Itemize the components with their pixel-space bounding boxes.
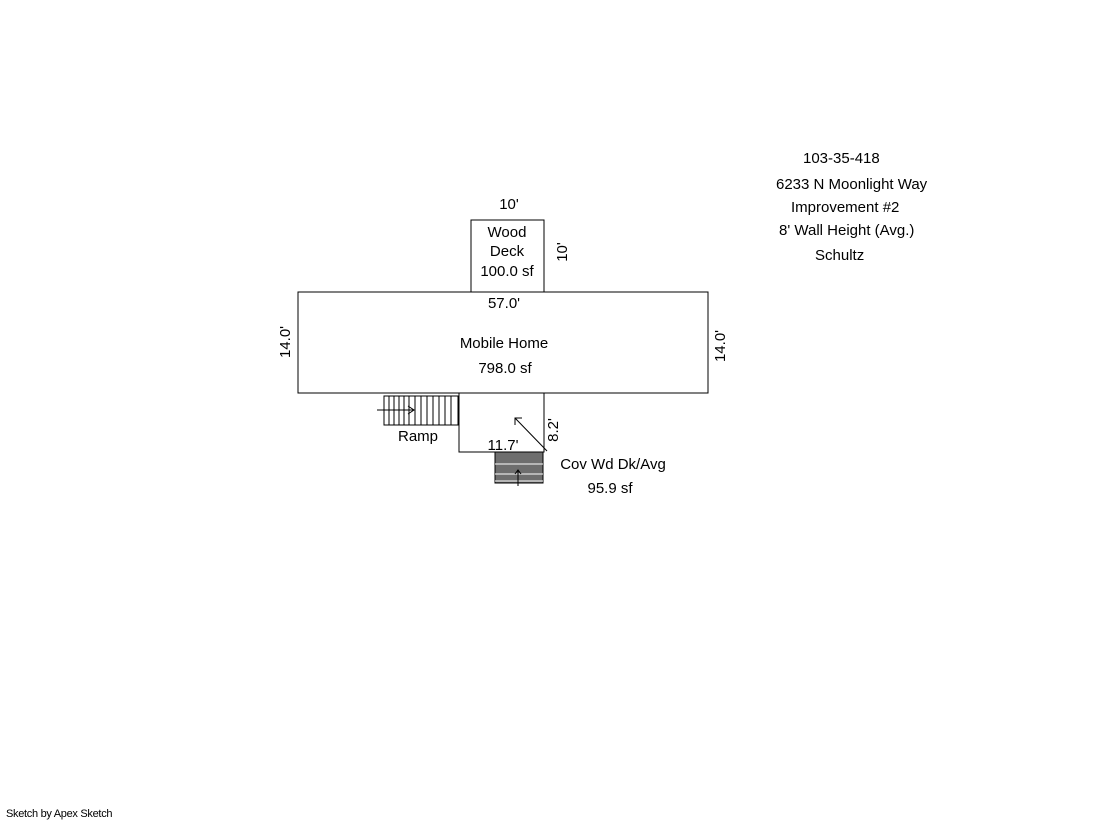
covered-deck-stairs: [494, 451, 544, 484]
improvement-number: Improvement #2: [791, 199, 900, 216]
wood-deck-area: 100.0 sf: [480, 263, 534, 280]
wood-deck-label-line2: Deck: [490, 243, 525, 260]
wood-deck-depth: 10': [554, 242, 571, 262]
wood-deck-width: 10': [499, 196, 519, 213]
mobile-home-right-side: 14.0': [712, 330, 729, 362]
mobile-home-area: 798.0 sf: [478, 360, 532, 377]
ramp-label: Ramp: [398, 428, 438, 445]
covered-deck-label: Cov Wd Dk/Avg: [560, 456, 666, 473]
mobile-home-length: 57.0': [488, 295, 520, 312]
covered-deck-depth: 8.2': [545, 418, 562, 442]
covered-deck-area: 95.9 sf: [587, 480, 633, 497]
covered-deck-width: 11.7': [488, 437, 519, 454]
mobile-home-left-side: 14.0': [277, 326, 294, 358]
owner-name: Schultz: [815, 247, 865, 264]
covered-deck-diagonal-arrow-icon: [514, 417, 548, 452]
ramp-arrow-icon: [377, 405, 415, 415]
footer-credit: Sketch by Apex Sketch: [6, 808, 113, 820]
parcel-number: 103-35-418: [803, 150, 880, 167]
mobile-home-label: Mobile Home: [460, 335, 548, 352]
property-address: 6233 N Moonlight Way: [776, 176, 928, 193]
wood-deck-label-line1: Wood: [488, 224, 527, 241]
stairs-up-arrow-icon: [514, 469, 522, 486]
wall-height: 8' Wall Height (Avg.): [779, 222, 915, 239]
